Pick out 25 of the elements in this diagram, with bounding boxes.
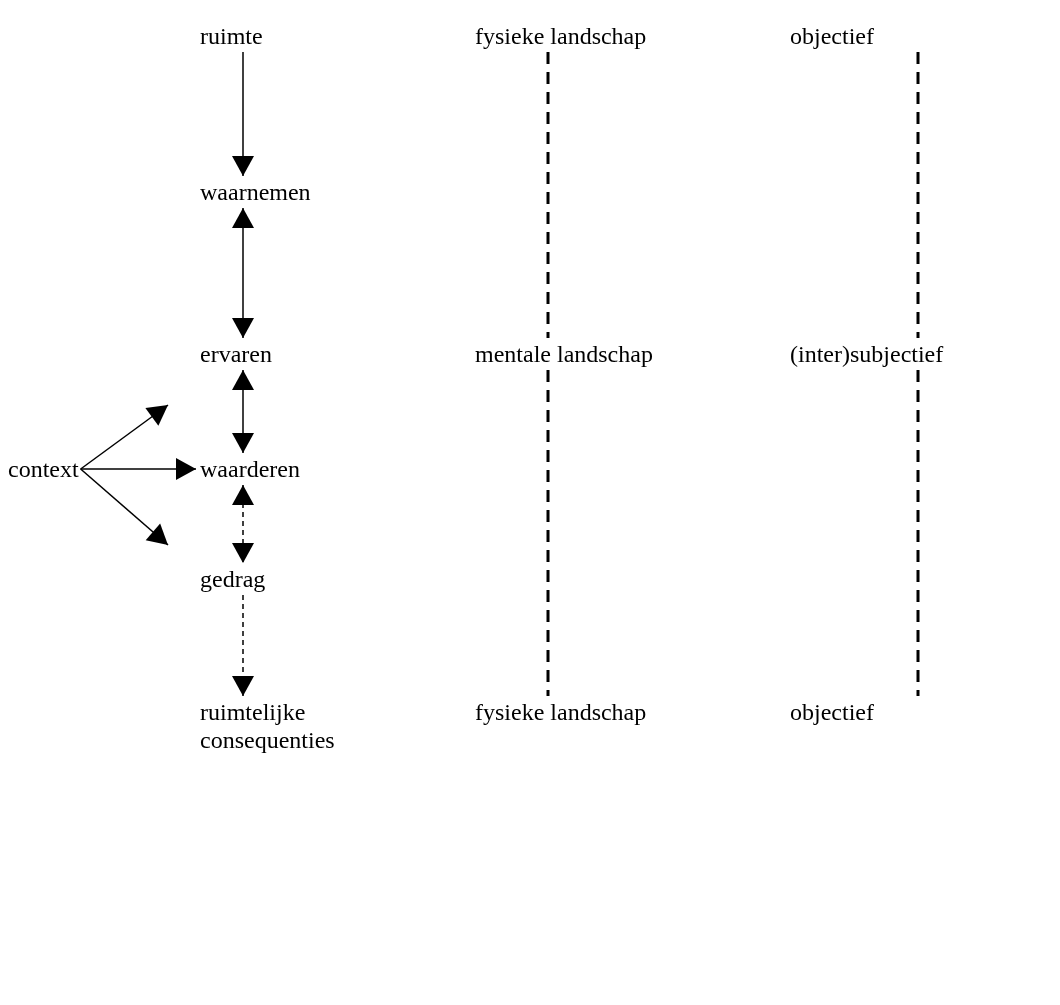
node-label: gedrag bbox=[200, 565, 266, 593]
node-label: ruimte bbox=[200, 22, 263, 50]
node-label: mentale landschap bbox=[475, 340, 653, 368]
node-label: fysieke landschap bbox=[475, 698, 647, 726]
node-label: fysieke landschap bbox=[475, 22, 647, 50]
node-label: waarderen bbox=[200, 455, 300, 483]
arrow bbox=[232, 594, 254, 697]
node-label: objectief bbox=[790, 698, 874, 726]
node-label: objectief bbox=[790, 22, 874, 50]
dashed-line bbox=[546, 370, 550, 696]
arrow bbox=[79, 404, 169, 470]
node-label: ervaren bbox=[200, 340, 272, 368]
node-label: ruimtelijke consequenties bbox=[200, 698, 336, 754]
arrow bbox=[232, 484, 254, 564]
arrow bbox=[232, 369, 254, 454]
node-label: waarnemen bbox=[200, 178, 311, 206]
node-label: (inter)subjectief bbox=[790, 340, 944, 368]
arrow bbox=[232, 51, 254, 177]
node-label: context bbox=[8, 455, 79, 483]
dashed-line bbox=[546, 52, 550, 338]
dashed-line bbox=[916, 370, 920, 696]
arrow bbox=[79, 458, 197, 480]
arrow bbox=[79, 468, 169, 546]
dashed-line bbox=[916, 52, 920, 338]
arrow bbox=[232, 207, 254, 339]
